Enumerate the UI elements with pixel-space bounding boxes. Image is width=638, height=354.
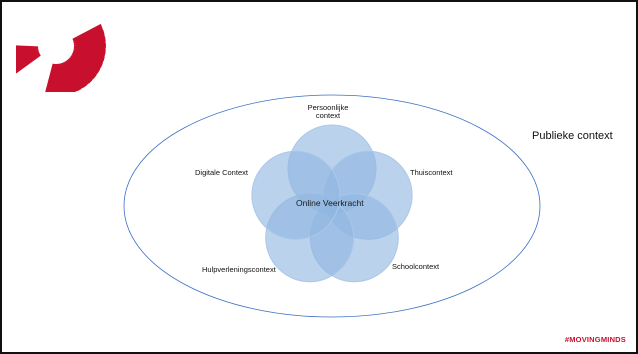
logo-ray bbox=[16, 53, 41, 74]
logo-ray bbox=[66, 59, 93, 88]
logo-ray bbox=[45, 63, 56, 92]
logo-ray bbox=[68, 57, 97, 84]
center-label: Online Veerkracht bbox=[296, 198, 364, 208]
logo-ray bbox=[62, 61, 82, 92]
logo-ray bbox=[16, 45, 39, 54]
logo-ray bbox=[64, 60, 87, 92]
petal-digitaal bbox=[251, 150, 341, 240]
sunburst-logo-icon bbox=[16, 23, 106, 92]
label-digitale-context: Digitale Context bbox=[195, 168, 248, 177]
hashtag-label: #MOVINGMINDS bbox=[564, 335, 626, 344]
logo-ray bbox=[16, 51, 40, 67]
label-persoonlijke-context: Persoonlijke context bbox=[307, 103, 349, 121]
logo-ray bbox=[72, 23, 105, 41]
label-schoolcontext: Schoolcontext bbox=[392, 262, 440, 271]
public-context-ellipse bbox=[123, 94, 541, 318]
label-thuiscontext: Thuiscontext bbox=[410, 168, 453, 177]
petals-group bbox=[251, 124, 413, 283]
label-hulpverleningscontext: Hulpverleningscontext bbox=[202, 265, 276, 274]
public-context-label: Publieke context bbox=[532, 130, 613, 142]
